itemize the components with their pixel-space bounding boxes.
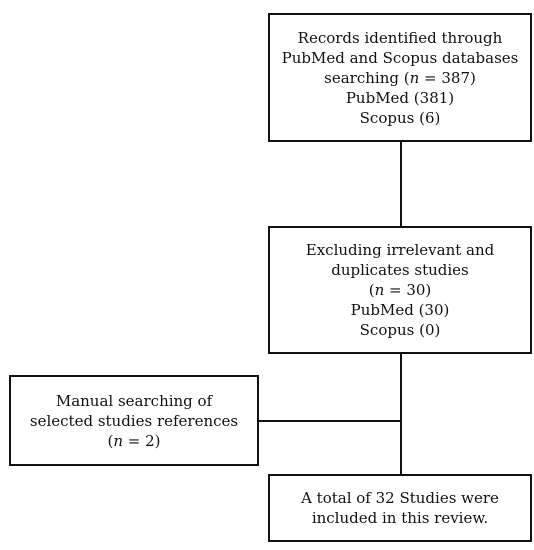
connector-manual-to-main: [259, 420, 402, 422]
excluding-line-1: Excluding irrelevant and: [305, 241, 495, 259]
manual-search-box: Manual searching of selected studies ref…: [9, 375, 259, 466]
records-line-pubmed: PubMed (381): [345, 88, 455, 107]
excluding-line-3: (n = 30): [368, 281, 432, 299]
manual-line-2: selected studies references: [29, 411, 239, 430]
records-line-scopus: Scopus (6): [359, 108, 441, 127]
excluding-box: Excluding irrelevant and duplicates stud…: [268, 226, 532, 354]
records-line-2: PubMed and Scopus databases: [281, 48, 519, 67]
records-line-3: searching (n = 387): [324, 68, 476, 87]
records-identified-box: Records identified through PubMed and Sc…: [268, 13, 532, 142]
excluding-line-2: duplicates studies: [331, 261, 469, 279]
manual-line-3: (n = 2): [107, 431, 161, 450]
total-studies-box: A total of 32 Studies were included in t…: [268, 474, 532, 542]
manual-line-1: Manual searching of: [55, 391, 213, 410]
excluding-line-scopus: Scopus (0): [359, 321, 441, 339]
total-line-1: A total of 32 Studies were: [301, 489, 499, 507]
total-line-2: included in this review.: [311, 509, 489, 527]
connector-records-to-excluding: [400, 142, 402, 226]
excluding-line-pubmed: PubMed (30): [350, 301, 450, 319]
records-line-1: Records identified through: [297, 28, 503, 47]
connector-excluding-to-total: [400, 354, 402, 474]
